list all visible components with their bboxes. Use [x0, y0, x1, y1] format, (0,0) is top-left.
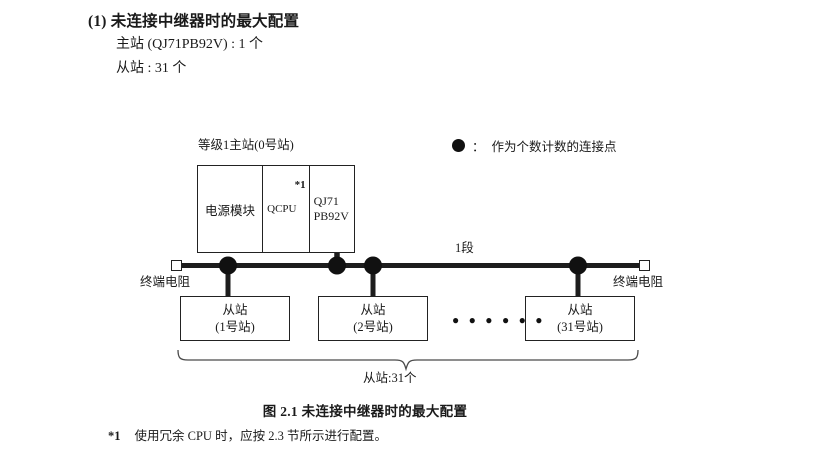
connection-node-slave-31: [569, 256, 587, 275]
footnote: *1 使用冗余 CPU 时，应按 2.3 节所示进行配置。: [108, 425, 387, 444]
spec-master-count: 主站 (QJ71PB92V) : 1 个: [116, 36, 264, 52]
master-module-label: QJ71 PB92V: [314, 194, 349, 225]
footnote-text: 使用冗余 CPU 时，应按 2.3 节所示进行配置。: [134, 429, 387, 443]
legend-label: 作为个数计数的连接点: [491, 140, 617, 154]
slave-2-name: 从站: [360, 303, 386, 317]
connection-node-master: [328, 256, 346, 275]
terminator-right-label: 终端电阻: [613, 275, 664, 289]
page-title: (1) 未连接中继器时的最大配置: [88, 13, 300, 30]
slave-continuation-dots: ● ● ● ● ● ●: [452, 313, 546, 327]
terminator-resistor-left-icon: [171, 260, 182, 271]
legend: ： 作为个数计数的连接点: [452, 136, 617, 155]
master-rack: 电源模块 QCPU *1 QJ71 PB92V: [197, 165, 355, 253]
heading-block: (1) 未连接中继器时的最大配置 主站 (QJ71PB92V) : 1 个 从站…: [88, 12, 688, 82]
spec-slave-count: 从站 : 31 个: [116, 61, 187, 77]
rack-cell-master-module: QJ71 PB92V: [310, 166, 354, 252]
cpu-footnote-marker: *1: [294, 179, 306, 191]
segment-label: 1段: [455, 241, 474, 255]
master-module-line1: QJ71: [313, 193, 339, 208]
master-module-line2: PB92V: [313, 209, 349, 223]
slave-31-station: (31号站): [557, 319, 603, 334]
terminator-resistor-right-icon: [639, 260, 650, 271]
figure-caption: 图 2.1 未连接中继器时的最大配置: [262, 404, 468, 419]
slave-1-text: 从站 (1号站): [215, 302, 255, 335]
rack-label: 等级1主站(0号站): [198, 138, 294, 152]
slave-31-text: 从站 (31号站): [557, 302, 603, 335]
slave-1-name: 从站: [222, 303, 248, 317]
connection-node-slave-2: [364, 256, 382, 275]
slave-station-box-31: 从站 (31号站): [525, 296, 635, 341]
power-module-label: 电源模块: [205, 203, 256, 218]
slave-group-brace-label: 从站:31个: [363, 371, 417, 385]
slave-2-station: (2号站): [353, 319, 393, 334]
rack-cell-power-module: 电源模块: [198, 166, 264, 252]
filled-circle-icon: [452, 139, 465, 152]
slave-station-box-1: 从站 (1号站): [180, 296, 290, 341]
slave-31-name: 从站: [567, 303, 593, 317]
cpu-label: QCPU: [267, 203, 297, 215]
connection-node-slave-1: [219, 256, 237, 275]
legend-separator: ：: [472, 140, 485, 154]
footnote-marker: *1: [108, 429, 121, 443]
terminator-left-label: 终端电阻: [140, 275, 191, 289]
slave-station-box-2: 从站 (2号站): [318, 296, 428, 341]
slave-1-station: (1号站): [215, 319, 255, 334]
slave-2-text: 从站 (2号站): [353, 302, 393, 335]
slave-group-brace: [177, 349, 639, 372]
rack-cell-cpu: QCPU *1: [263, 166, 310, 252]
